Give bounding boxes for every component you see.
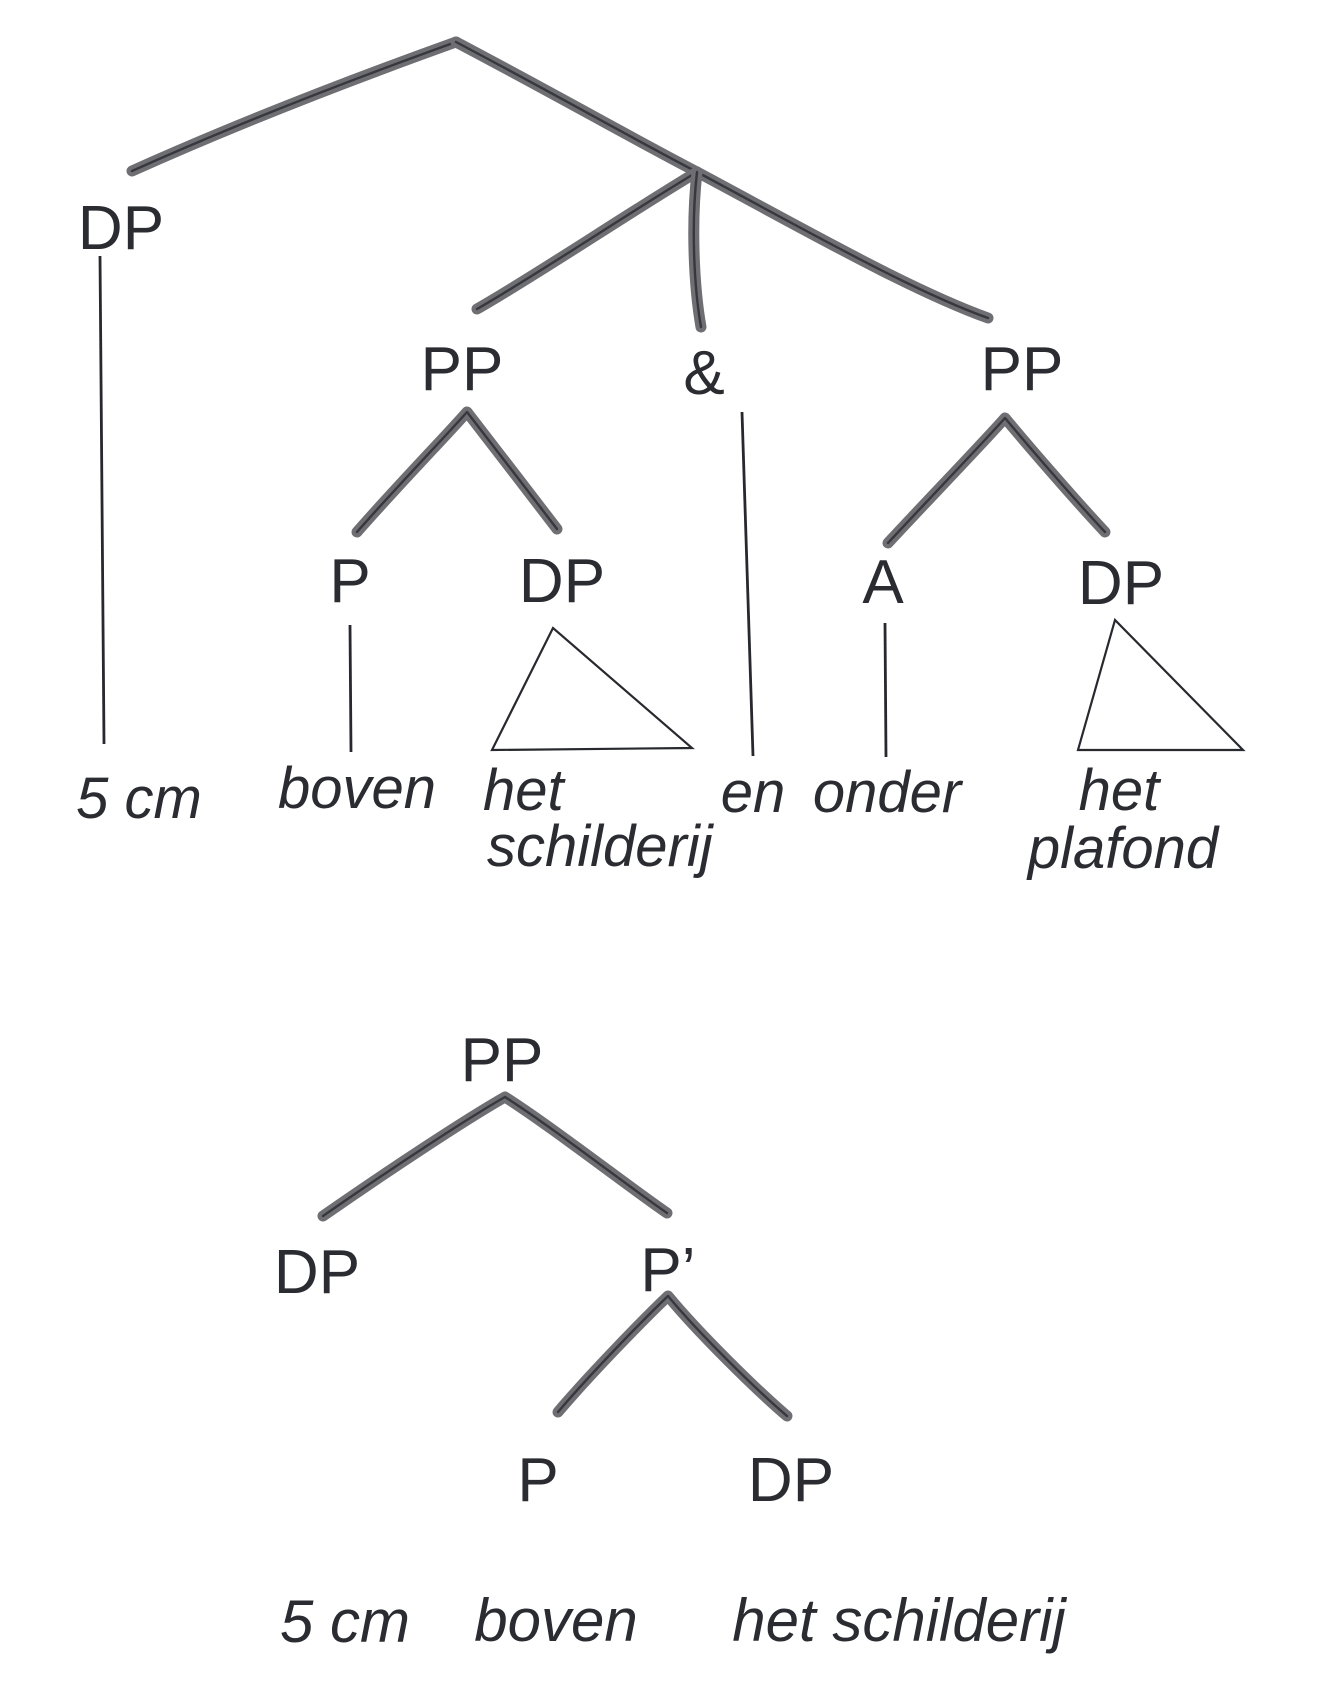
branch-pp-chevron-core — [321, 1095, 669, 1218]
node-pp-right: PP — [981, 335, 1064, 404]
node-p-bar: P’ — [640, 1236, 695, 1305]
line-conj-to-en — [740, 411, 755, 757]
terminal-het-2: het — [1079, 758, 1163, 823]
branch-junction-to-pp-left-core — [475, 170, 699, 311]
top-tree-labels: DP PP & PP P DP A DP — [78, 194, 1164, 618]
node-dp-specifier: DP — [274, 1238, 360, 1307]
terminal-schilderij: schilderij — [487, 814, 715, 879]
bottom-tree-terminals: 5 cm boven het schilderij — [280, 1587, 1067, 1655]
branch-root-to-dp — [126, 36, 462, 177]
terminal-plafond: plafond — [1026, 816, 1220, 881]
node-dp-subject: DP — [78, 194, 164, 263]
node-dp-complement: DP — [748, 1446, 834, 1515]
node-dp-object1: DP — [519, 547, 605, 616]
terminal-boven: boven — [278, 756, 436, 821]
triangle-dp-het-plafond — [1076, 617, 1246, 752]
node-conjunction: & — [683, 339, 724, 408]
bottom-tree-branches — [317, 1091, 793, 1422]
terminal-boven-bottom: boven — [474, 1587, 637, 1654]
branch-root-to-dp-core — [130, 40, 458, 173]
terminal-5cm-bottom: 5 cm — [280, 1588, 410, 1655]
line-a-to-onder — [883, 622, 888, 758]
bottom-tree-labels: PP DP P’ P DP — [274, 1026, 834, 1515]
top-tree-branches — [126, 36, 1111, 549]
top-tree-terminals: 5 cm boven het schilderij en onder het p… — [76, 756, 1220, 881]
branch-pp-chevron — [317, 1091, 673, 1222]
terminal-het-1: het — [483, 758, 567, 823]
top-tree-connectors — [98, 255, 1246, 758]
node-p-bottom: P — [517, 1446, 558, 1515]
triangle-dp-het-schilderij — [490, 626, 695, 752]
terminal-5cm: 5 cm — [76, 766, 202, 831]
branch-pp-left-chevron — [351, 406, 563, 538]
node-dp-object2: DP — [1078, 549, 1164, 618]
node-p: P — [329, 547, 370, 616]
line-dp-to-5cm — [98, 255, 106, 745]
branch-pbar-chevron — [552, 1290, 793, 1422]
terminal-en: en — [721, 760, 786, 825]
terminal-onder: onder — [813, 760, 964, 825]
node-a: A — [862, 548, 904, 617]
branch-pp-right-chevron-core — [886, 416, 1107, 545]
line-p-to-boven — [348, 624, 353, 753]
node-pp-bottom: PP — [461, 1026, 544, 1095]
branch-pp-right-chevron — [882, 412, 1111, 549]
branch-pp-left-chevron-core — [355, 410, 559, 534]
branch-junction-to-conj-core — [692, 170, 703, 329]
node-pp-left: PP — [421, 335, 504, 404]
branch-pbar-chevron-core — [556, 1294, 789, 1418]
terminal-het-schilderij-bottom: het schilderij — [732, 1587, 1067, 1654]
